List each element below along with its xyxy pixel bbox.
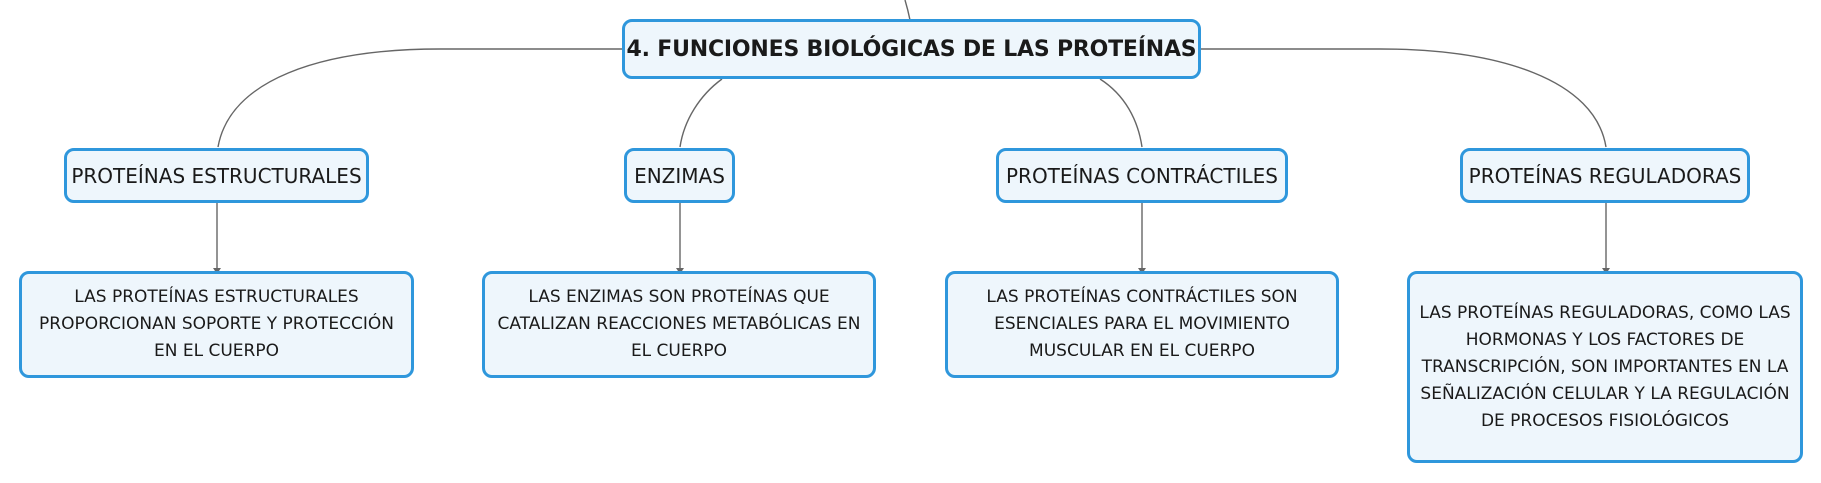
description-text: LAS ENZIMAS SON PROTEÍNAS QUE CATALIZAN … — [497, 287, 861, 361]
description-node-estructurales[interactable]: LAS PROTEÍNAS ESTRUCTURALES PROPORCIONAN… — [19, 271, 414, 378]
category-label: PROTEÍNAS REGULADORAS — [1468, 163, 1742, 188]
category-label: ENZIMAS — [634, 163, 725, 188]
category-label: PROTEÍNAS ESTRUCTURALES — [71, 163, 362, 188]
connector-parent — [904, 0, 911, 21]
category-node-estructurales[interactable]: PROTEÍNAS ESTRUCTURALES — [64, 148, 369, 203]
category-label: PROTEÍNAS CONTRÁCTILES — [1005, 163, 1278, 188]
category-node-reguladoras[interactable]: PROTEÍNAS REGULADORAS — [1460, 148, 1750, 203]
connector-root-estructurales — [217, 48, 624, 148]
category-node-contractiles[interactable]: PROTEÍNAS CONTRÁCTILES — [996, 148, 1288, 203]
description-text: LAS PROTEÍNAS REGULADORAS, COMO LAS HORM… — [1419, 302, 1791, 431]
description-text: LAS PROTEÍNAS ESTRUCTURALES PROPORCIONAN… — [39, 287, 394, 361]
description-node-reguladoras[interactable]: LAS PROTEÍNAS REGULADORAS, COMO LAS HORM… — [1407, 271, 1803, 463]
connector-root-reguladoras — [1199, 48, 1607, 148]
description-node-contractiles[interactable]: LAS PROTEÍNAS CONTRÁCTILES SON ESENCIALE… — [945, 271, 1339, 378]
connector-root-contractiles — [1099, 78, 1143, 148]
description-text: LAS PROTEÍNAS CONTRÁCTILES SON ESENCIALE… — [986, 287, 1298, 361]
connector-root-enzimas — [679, 78, 723, 148]
root-label: 4. FUNCIONES BIOLÓGICAS DE LAS PROTEÍNAS — [626, 36, 1197, 62]
root-node[interactable]: 4. FUNCIONES BIOLÓGICAS DE LAS PROTEÍNAS — [622, 19, 1201, 79]
category-node-enzimas[interactable]: ENZIMAS — [624, 148, 735, 203]
description-node-enzimas[interactable]: LAS ENZIMAS SON PROTEÍNAS QUE CATALIZAN … — [482, 271, 876, 378]
